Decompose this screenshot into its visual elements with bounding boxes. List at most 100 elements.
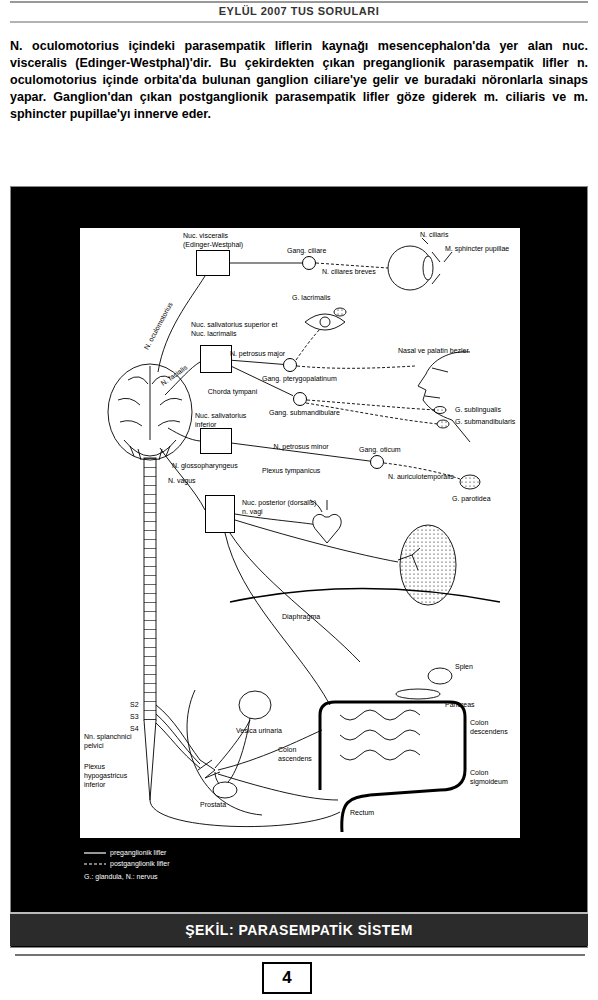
legend-text: preganglionik lifler bbox=[110, 848, 166, 858]
legend-line-sample bbox=[84, 860, 106, 868]
ganglion-circle: Gang. ciliare bbox=[302, 256, 316, 270]
brain-outline bbox=[108, 364, 192, 460]
ganglion-circle: Gang. pterygopalatinum bbox=[283, 358, 297, 372]
page-number-box: 4 bbox=[262, 962, 312, 994]
parotid-gland bbox=[460, 475, 480, 489]
anatomy-label: Diaphragma bbox=[282, 612, 332, 621]
header-rule bbox=[10, 22, 588, 23]
anatomy-label: Plexus hypogastricus inferior bbox=[84, 762, 139, 789]
legend-line-sample bbox=[84, 849, 106, 857]
figure-caption: ŞEKİL: PARASEMPATİK SİSTEM bbox=[10, 914, 588, 946]
anatomy-label: G. lacrimalis bbox=[292, 293, 342, 302]
spleen bbox=[428, 668, 452, 684]
node-label: Gang. submandibulare bbox=[269, 408, 341, 417]
anatomy-label: N. auriculotemporalis bbox=[388, 472, 460, 481]
pelvic-curve bbox=[150, 800, 340, 827]
page-header: EYLÜL 2007 TUS SORULARI bbox=[0, 5, 598, 18]
anatomy-label: G. sublingualis bbox=[455, 405, 517, 414]
eye bbox=[388, 238, 452, 290]
caption-band: ŞEKİL: PARASEMPATİK SİSTEM bbox=[10, 912, 588, 946]
anatomy-label: N. glossopharyngeus bbox=[172, 461, 242, 470]
anatomy-label: Plexus tympanicus bbox=[262, 466, 322, 475]
nerve-connector bbox=[232, 360, 283, 364]
iris bbox=[320, 317, 330, 327]
anatomy-label: M. sphincter pupillae bbox=[445, 244, 517, 253]
anatomy-label: S3 bbox=[130, 712, 142, 721]
ganglion-circle: Gang. submandibulare bbox=[293, 392, 307, 406]
node-label: Nuc. salivatorius superior et Nuc. lacri… bbox=[191, 320, 281, 338]
legend-note: G.: glandula, N.: nervus bbox=[84, 872, 284, 881]
lens bbox=[423, 256, 433, 280]
mouth bbox=[425, 396, 440, 398]
spinal-cord bbox=[144, 458, 156, 720]
preganglionic-nerves bbox=[156, 276, 398, 800]
diaphragm bbox=[230, 589, 500, 603]
nerve-line bbox=[168, 428, 200, 441]
node-label: Nuc. visceralis (Edinger-Westphal) bbox=[183, 231, 253, 249]
legend-row: preganglionik lifler bbox=[84, 848, 284, 858]
anatomy-label: Vesica urinaria bbox=[236, 726, 291, 735]
anatomy-label: Colon sigmoideum bbox=[470, 768, 518, 786]
sphincter-pupillae bbox=[432, 252, 440, 284]
anatomy-label: Pancreas bbox=[445, 700, 485, 709]
pancreas bbox=[396, 689, 440, 699]
anatomy-label: Colon descendens bbox=[470, 718, 518, 736]
nerve-line bbox=[160, 448, 205, 510]
legend-row: postganglionik lifler bbox=[84, 859, 284, 869]
anatomy-label: Rectum bbox=[350, 808, 385, 817]
nerve-line bbox=[307, 400, 436, 410]
nerve-line bbox=[316, 263, 388, 268]
ganglion-circle: Gang. oticum bbox=[370, 455, 384, 469]
anatomy-label: Colon ascendens bbox=[278, 745, 320, 763]
anatomy-label: S4 bbox=[130, 724, 142, 733]
anatomy-label: N. vagus bbox=[168, 476, 198, 485]
nasal-cavity bbox=[432, 368, 448, 372]
anatomy-label: S2 bbox=[130, 700, 142, 709]
pelvic-splanchnic-nerve bbox=[156, 705, 200, 768]
legend-line bbox=[84, 852, 106, 853]
small-intestine bbox=[340, 710, 420, 760]
node-label: Nuc. posterior (dorsalis) n. vagi bbox=[242, 498, 322, 516]
anatomy-label: Splen bbox=[455, 662, 485, 671]
sublingual-gland bbox=[434, 407, 446, 414]
node-label: Gang. oticum bbox=[359, 445, 404, 454]
lacrimal-gland bbox=[334, 308, 346, 316]
cerebellum bbox=[124, 440, 176, 456]
nucleus-box: Nuc. posterior (dorsalis) n. vagi bbox=[205, 495, 235, 533]
plexus-mesh bbox=[198, 760, 220, 778]
colon bbox=[320, 702, 465, 795]
nerve-label: N. petrosus minor bbox=[273, 442, 328, 451]
node-label: Gang. ciliare bbox=[287, 246, 337, 255]
nucleus-box: Nuc. salivatorius inferior bbox=[200, 428, 232, 454]
nucleus-box: Nuc. salivatorius superior et Nuc. lacri… bbox=[200, 345, 232, 373]
page-number: 4 bbox=[264, 964, 310, 992]
heart bbox=[313, 514, 341, 543]
face-eye bbox=[305, 308, 346, 330]
anatomy-label: N. ciliares breves bbox=[322, 267, 384, 276]
nerve-line bbox=[297, 366, 415, 368]
submandibular-gland bbox=[437, 420, 449, 428]
legend-line bbox=[84, 863, 106, 864]
anatomy-label: Nn. splanchnici pelvici bbox=[84, 732, 139, 750]
footer-rule bbox=[15, 954, 585, 956]
anatomy-label: Nasal ve palatin bezler bbox=[398, 346, 488, 355]
nerve-label: Chorda tympani bbox=[208, 387, 257, 396]
anatomy-label: N. ciliaris bbox=[420, 230, 470, 239]
bronchus bbox=[398, 548, 420, 570]
brain bbox=[108, 364, 192, 460]
pelvis-outline bbox=[187, 690, 262, 815]
anatomy-label: Prostata bbox=[200, 800, 240, 809]
bladder bbox=[239, 691, 271, 719]
node-label: Gang. pterygopalatinum bbox=[262, 374, 342, 383]
body-paragraph: N. oculomotorius içindeki parasempatik l… bbox=[10, 38, 588, 123]
nerve-connector bbox=[230, 263, 302, 264]
abdomen bbox=[187, 668, 465, 832]
anatomy-label: G. submandibularis bbox=[455, 417, 519, 426]
header-rule bbox=[10, 1, 588, 3]
nucleus-box: Nuc. visceralis (Edinger-Westphal) bbox=[196, 250, 230, 276]
eyeball bbox=[388, 246, 432, 290]
nerve-label: N. petrosus major bbox=[230, 349, 285, 358]
profile-line bbox=[418, 352, 470, 442]
cauda bbox=[144, 720, 156, 800]
